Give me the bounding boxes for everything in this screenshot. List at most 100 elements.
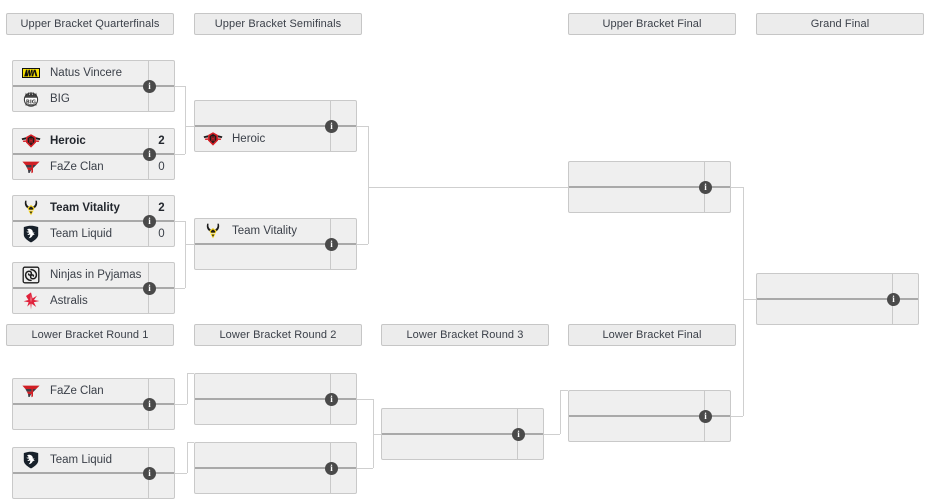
team-row[interactable]: Team Vitality <box>195 219 356 245</box>
team-info <box>757 300 892 324</box>
bracket-connector <box>175 154 185 155</box>
match-info-icon[interactable]: i <box>887 293 900 306</box>
match-info-icon[interactable]: i <box>325 238 338 251</box>
bracket-connector <box>368 126 369 187</box>
bracket-connector <box>357 399 373 400</box>
team-row[interactable]: Team Liquid <box>13 448 174 474</box>
team-info: Team Liquid <box>13 448 148 472</box>
team-score <box>892 300 918 324</box>
bracket-connector <box>743 299 744 416</box>
match-info-icon[interactable]: i <box>325 462 338 475</box>
team-score <box>330 245 356 269</box>
svg-text:BIG: BIG <box>26 100 36 106</box>
bracket-connector <box>743 299 756 300</box>
team-row[interactable] <box>569 417 730 441</box>
team-row[interactable]: Ninjas in Pyjamas <box>13 263 174 289</box>
navi-logo <box>21 63 41 83</box>
team-row[interactable]: FaZe Clan <box>13 379 174 405</box>
match-info-icon[interactable]: i <box>143 398 156 411</box>
team-info <box>569 188 704 212</box>
team-score <box>892 274 918 298</box>
team-score <box>704 162 730 186</box>
team-row[interactable] <box>757 274 918 300</box>
heroic-logo <box>21 131 41 151</box>
bracket-connector <box>357 244 368 245</box>
team-row[interactable] <box>569 162 730 188</box>
team-name: FaZe Clan <box>50 161 104 173</box>
match-info-icon[interactable]: i <box>143 282 156 295</box>
bracket-connector <box>368 187 369 244</box>
team-info: Astralis <box>13 289 148 313</box>
vitality-logo <box>21 198 41 218</box>
team-name: FaZe Clan <box>50 385 104 397</box>
bracket-connector <box>187 373 188 404</box>
team-score <box>517 435 543 459</box>
team-row[interactable] <box>382 435 543 459</box>
team-row[interactable]: Natus Vincere <box>13 61 174 87</box>
team-logo-placeholder <box>203 402 223 422</box>
bracket-connector <box>373 434 374 468</box>
bracket-connector <box>187 373 194 374</box>
team-info <box>382 409 517 433</box>
bracket-connector <box>357 126 368 127</box>
match-info-icon[interactable]: i <box>699 410 712 423</box>
team-name: Team Vitality <box>50 202 120 214</box>
match-info-icon[interactable]: i <box>143 80 156 93</box>
team-row[interactable] <box>195 469 356 493</box>
team-logo-placeholder <box>577 393 597 413</box>
team-row[interactable]: Team Vitality 2 <box>13 196 174 222</box>
team-row[interactable] <box>13 405 174 429</box>
team-row[interactable] <box>195 245 356 269</box>
match-ubfinal[interactable] <box>568 161 731 213</box>
team-row[interactable]: Heroic <box>195 127 356 151</box>
team-row[interactable] <box>569 188 730 212</box>
big-logo: BIG <box>21 89 41 109</box>
bracket-connector <box>731 416 743 417</box>
team-row[interactable]: BIG BIG <box>13 87 174 111</box>
team-row[interactable]: Astralis <box>13 289 174 313</box>
match-info-icon[interactable]: i <box>143 148 156 161</box>
match-info-icon[interactable]: i <box>325 120 338 133</box>
team-name: Astralis <box>50 295 88 307</box>
astralis-logo <box>21 291 41 311</box>
team-row[interactable] <box>195 400 356 424</box>
team-row[interactable] <box>195 443 356 469</box>
match-info-icon[interactable]: i <box>143 467 156 480</box>
team-logo-placeholder <box>203 247 223 267</box>
team-score <box>330 374 356 398</box>
match-info-icon[interactable]: i <box>512 428 525 441</box>
team-info: Ninjas in Pyjamas <box>13 263 148 287</box>
team-info: Team Vitality <box>13 196 148 220</box>
team-score <box>704 391 730 415</box>
liquid-logo <box>21 450 41 470</box>
match-info-icon[interactable]: i <box>699 181 712 194</box>
team-row[interactable] <box>195 101 356 127</box>
team-row[interactable] <box>757 300 918 324</box>
team-info: FaZe Clan <box>13 155 148 179</box>
bracket-connector <box>560 390 568 391</box>
match-info-icon[interactable]: i <box>143 215 156 228</box>
bracket-connector <box>185 244 186 288</box>
team-row[interactable] <box>382 409 543 435</box>
bracket-connector <box>368 187 568 188</box>
team-row[interactable] <box>13 474 174 498</box>
team-row[interactable] <box>195 374 356 400</box>
team-info <box>757 274 892 298</box>
team-score: 2 <box>148 196 174 220</box>
team-logo-placeholder <box>765 276 785 296</box>
match-info-icon[interactable]: i <box>325 393 338 406</box>
team-row[interactable] <box>569 391 730 417</box>
team-logo-placeholder <box>203 376 223 396</box>
bracket-connector <box>544 434 560 435</box>
team-logo-placeholder <box>577 164 597 184</box>
team-info <box>195 443 330 467</box>
team-info <box>13 474 148 498</box>
team-name: Natus Vincere <box>50 67 123 79</box>
team-score <box>330 400 356 424</box>
team-score <box>704 417 730 441</box>
round-header-lb-r2: Lower Bracket Round 2 <box>194 324 362 346</box>
